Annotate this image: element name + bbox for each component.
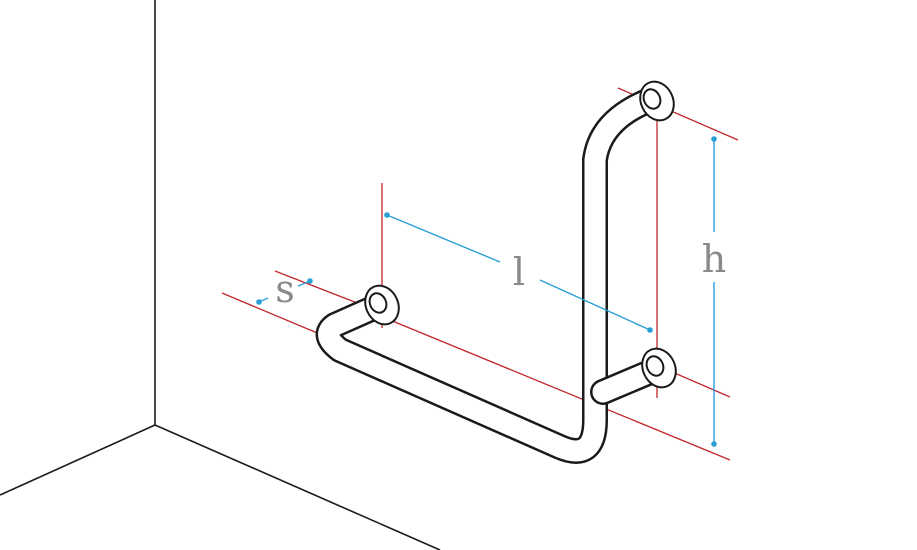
dim-point-s-left	[256, 299, 262, 305]
grab-bar	[315, 87, 668, 464]
dim-line-l-right	[539, 279, 651, 331]
dim-label-l: l	[513, 250, 525, 294]
ext-line-s-inner	[274, 270, 371, 309]
room-corner	[0, 0, 441, 550]
dim-point-l-right	[647, 327, 653, 333]
dim-line-l-left	[386, 214, 501, 263]
flange-bottom	[641, 347, 677, 389]
dim-point-l-left	[384, 212, 390, 218]
ext-line-wall-base	[389, 319, 731, 461]
grab-bar-tube-fill	[318, 89, 661, 462]
flange-top	[639, 80, 675, 122]
floor-back-edge	[154, 424, 441, 550]
dim-point-h-bottom	[711, 441, 717, 447]
dimension-lines	[256, 136, 717, 447]
ext-line-s-outer	[221, 292, 323, 336]
flange-left	[364, 284, 400, 326]
floor-left-edge	[0, 424, 156, 496]
dim-label-s: s	[275, 267, 295, 311]
dim-point-s-right	[307, 278, 313, 284]
dim-label-h: h	[702, 237, 726, 281]
dim-point-h-top	[711, 136, 717, 142]
flanges	[364, 80, 677, 389]
